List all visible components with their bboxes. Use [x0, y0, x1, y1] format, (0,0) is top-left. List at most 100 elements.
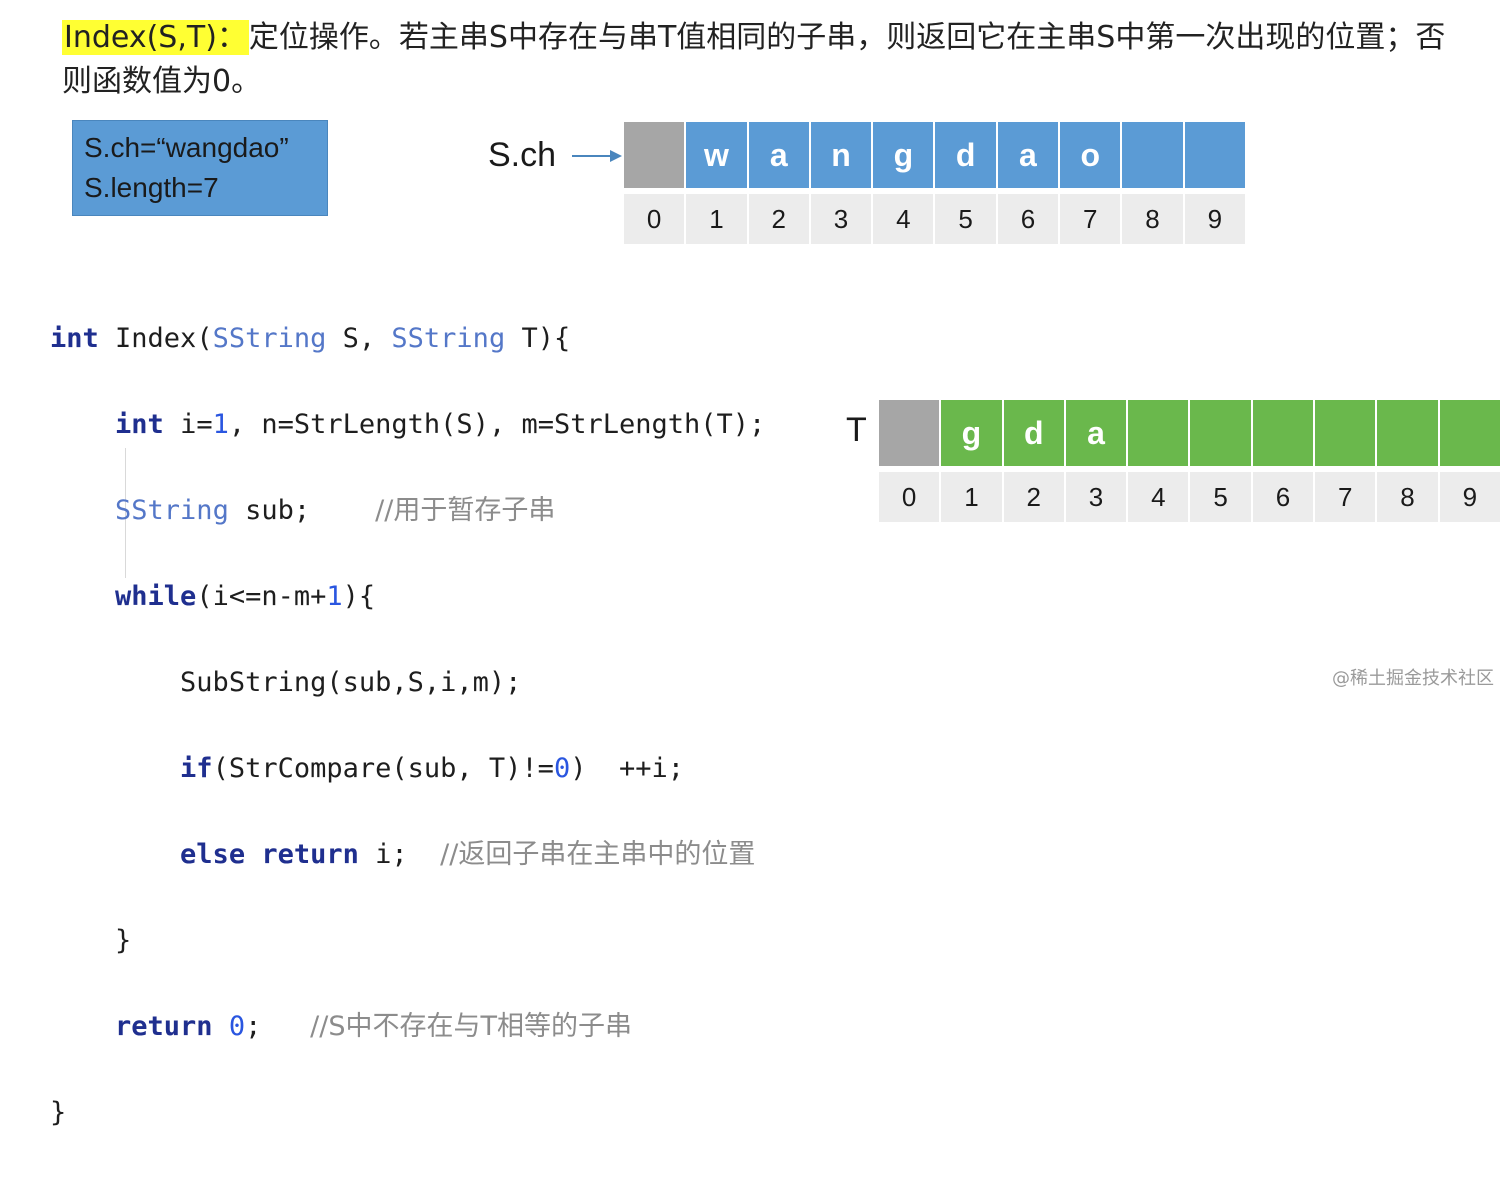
- array-cell: [1377, 400, 1440, 466]
- code-comment: //用于暂存子串: [375, 495, 556, 526]
- code-text: SubString(sub,S,i,m);: [180, 667, 522, 698]
- array-cell: a: [997, 122, 1061, 188]
- string-info-box: S.ch=“wangdao” S.length=7: [72, 120, 328, 216]
- code-text: ;: [245, 1011, 311, 1042]
- array-cell: n: [810, 122, 874, 188]
- array-index: 4: [873, 194, 936, 244]
- keyword: return: [261, 839, 359, 870]
- code-text: Index(: [98, 323, 213, 354]
- array-index: 6: [997, 194, 1061, 244]
- array-index: 9: [1184, 194, 1247, 244]
- watermark: @稀土掘金技术社区: [1332, 668, 1494, 689]
- code-text: ) ++i;: [570, 753, 684, 784]
- array-index: 9: [1439, 472, 1502, 522]
- array-index: 5: [935, 194, 998, 244]
- operation-description: Index(S,T)：定位操作。若主串S中存在与串T值相同的子串，则返回它在主串…: [62, 16, 1472, 104]
- type-name: SString: [391, 323, 506, 354]
- code-comment: //返回子串在主串中的位置: [440, 839, 756, 870]
- keyword: if: [180, 753, 213, 784]
- array-cell: w: [686, 122, 749, 188]
- array-index: 4: [1128, 472, 1191, 522]
- array-index: 7: [1315, 472, 1378, 522]
- array-cell: [1252, 400, 1316, 466]
- info-length-line: S.length=7: [84, 172, 219, 203]
- code-text: [245, 839, 261, 870]
- code-comment: //S中不存在与T相等的子串: [310, 1011, 632, 1042]
- type-name: SString: [115, 495, 229, 526]
- code-line-9: return 0; //S中不存在与T相等的子串: [50, 1005, 765, 1048]
- array-cell: a: [1065, 400, 1129, 466]
- code-line-10: }: [50, 1091, 765, 1134]
- keyword: else: [180, 839, 246, 870]
- code-line-8: }: [50, 919, 765, 962]
- array-cell: a: [748, 122, 811, 188]
- type-name: SString: [212, 323, 327, 354]
- array-cell: [1439, 400, 1502, 466]
- array-index: 0: [879, 472, 942, 522]
- array-cell: [1315, 400, 1378, 466]
- description-text: 定位操作。若主串S中存在与串T值相同的子串，则返回它在主串S中第一次出现的位置；…: [62, 20, 1446, 99]
- array-cell: [879, 400, 942, 466]
- code-text: , n=StrLength(S), m=StrLength(T);: [228, 409, 766, 440]
- array-s-pointer-arrow: [572, 155, 612, 157]
- keyword: return: [115, 1011, 213, 1042]
- array-index: 5: [1190, 472, 1253, 522]
- code-line-5: SubString(sub,S,i,m);: [50, 661, 765, 704]
- array-index: 7: [1060, 194, 1123, 244]
- code-line-3: SString sub; //用于暂存子串: [50, 489, 765, 532]
- info-ch-line: S.ch=“wangdao”: [84, 132, 289, 163]
- array-cell: [624, 122, 687, 188]
- array-index: 8: [1377, 472, 1440, 522]
- arrow-head-icon: [610, 150, 622, 162]
- array-index: 3: [1065, 472, 1129, 522]
- code-text: ){: [342, 581, 376, 612]
- code-block: int Index(SString S, SString T){ int i=1…: [50, 274, 765, 1177]
- array-cell: [1190, 400, 1253, 466]
- array-cell: d: [1003, 400, 1066, 466]
- code-line-6: if(StrCompare(sub, T)!=0) ++i;: [50, 747, 765, 790]
- array-cell: g: [873, 122, 936, 188]
- array-index: 1: [941, 472, 1004, 522]
- code-line-7: else return i; //返回子串在主串中的位置: [50, 833, 765, 876]
- keyword: while: [115, 581, 197, 612]
- array-cell: [1122, 122, 1185, 188]
- function-signature-highlight: Index(S,T)：: [62, 20, 249, 55]
- number-literal: 0: [553, 753, 571, 784]
- array-s-label: S.ch: [488, 136, 557, 174]
- array-index: 2: [1003, 472, 1066, 522]
- code-text: T){: [505, 323, 571, 354]
- array-index: 1: [686, 194, 749, 244]
- indent-guide: [125, 448, 126, 578]
- code-text: (i<=n-m+: [196, 581, 327, 612]
- code-line-4: while(i<=n-m+1){: [50, 575, 765, 618]
- code-text: S,: [326, 323, 392, 354]
- number-literal: 1: [212, 409, 229, 440]
- array-index: 8: [1122, 194, 1185, 244]
- array-t-label: T: [846, 411, 867, 449]
- array-cell: [1184, 122, 1247, 188]
- array-index: 6: [1252, 472, 1316, 522]
- code-line-1: int Index(SString S, SString T){: [50, 317, 765, 360]
- keyword: int: [115, 409, 164, 440]
- code-text: sub;: [228, 495, 376, 526]
- array-index: 0: [624, 194, 687, 244]
- array-index: 2: [748, 194, 811, 244]
- array-cell: o: [1060, 122, 1123, 188]
- code-text: (StrCompare(sub, T)!=: [212, 753, 554, 784]
- code-text: i=: [163, 409, 213, 440]
- array-index: 3: [810, 194, 874, 244]
- array-cell: g: [941, 400, 1004, 466]
- code-text: }: [50, 1097, 67, 1128]
- code-text: }: [115, 925, 132, 956]
- array-cell: [1128, 400, 1191, 466]
- code-line-2: int i=1, n=StrLength(S), m=StrLength(T);: [50, 403, 765, 446]
- number-literal: 0: [228, 1011, 246, 1042]
- number-literal: 1: [326, 581, 343, 612]
- code-text: i;: [358, 839, 441, 870]
- keyword: int: [50, 323, 99, 354]
- code-text: [213, 1011, 229, 1042]
